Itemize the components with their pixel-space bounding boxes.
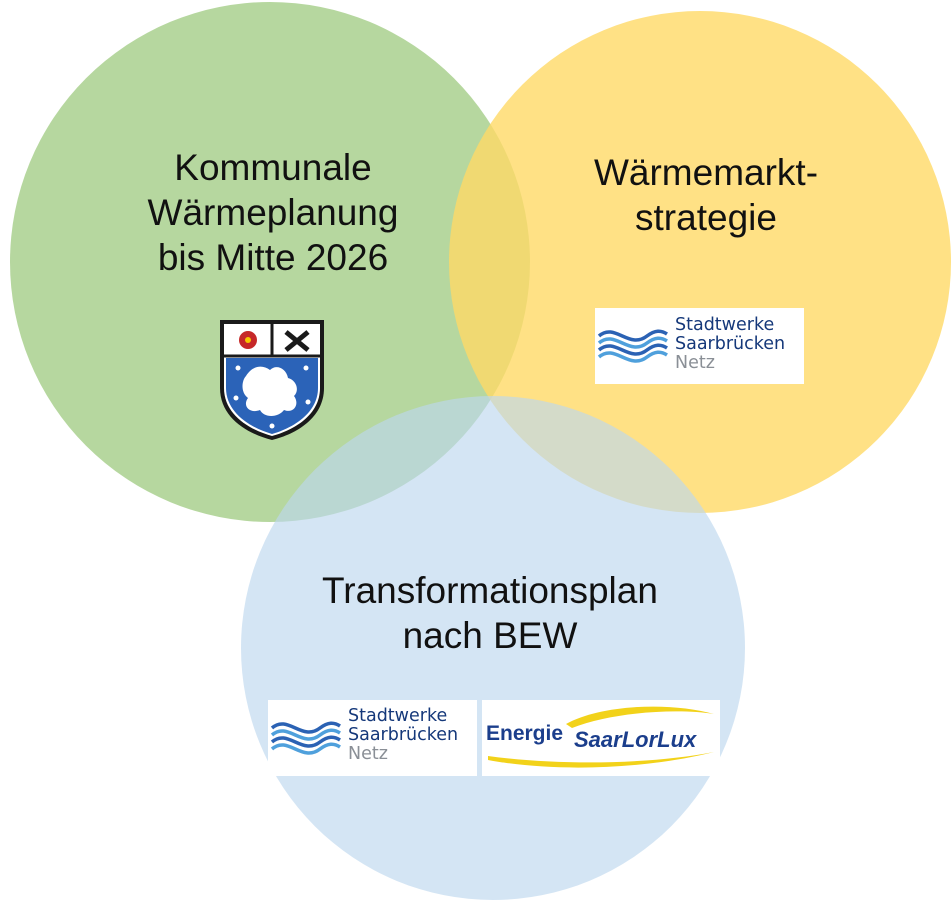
stadtwerke-logo-text: Stadtwerke Saarbrücken Netz bbox=[675, 316, 785, 373]
stadtwerke-logo-line: Stadtwerke bbox=[348, 706, 448, 726]
energie-saarlorlux-word-1: Energie bbox=[486, 722, 564, 745]
label-line: Wärmeplanung bbox=[147, 192, 399, 233]
stadtwerke-logo-line: Saarbrücken bbox=[348, 725, 459, 745]
circle-kommunale-waermeplanung bbox=[10, 2, 530, 522]
label-transformationsplan: Transformationsplan nach BEW bbox=[290, 568, 690, 658]
label-line: Wärmemarkt- bbox=[593, 152, 819, 193]
stadtwerke-saarbruecken-logo: Stadtwerke Saarbrücken Netz bbox=[595, 308, 804, 384]
energie-saarlorlux-swoosh-icon bbox=[488, 706, 714, 768]
label-waermemarktstrategie: Wärmemarkt- strategie bbox=[546, 150, 866, 240]
stadtwerke-logo-line: Netz bbox=[675, 353, 715, 373]
label-line: Kommunale bbox=[174, 147, 372, 188]
saarbruecken-coat-of-arms-icon bbox=[220, 320, 324, 440]
label-line: Transformationsplan bbox=[322, 570, 658, 611]
label-line: strategie bbox=[635, 197, 777, 238]
stadtwerke-saarbruecken-logo: Stadtwerke Saarbrücken Netz bbox=[268, 700, 477, 776]
stadtwerke-logo-line: Stadtwerke bbox=[675, 315, 775, 335]
label-line: bis Mitte 2026 bbox=[157, 237, 389, 278]
energie-saarlorlux-word-2: SaarLorLux bbox=[574, 727, 697, 752]
stadtwerke-wave-icon bbox=[270, 721, 341, 755]
circle-waermemarktstrategie bbox=[449, 11, 951, 513]
stadtwerke-logo-text: Stadtwerke Saarbrücken Netz bbox=[348, 707, 458, 764]
label-kommunale-waermeplanung: Kommunale Wärmeplanung bis Mitte 2026 bbox=[113, 145, 433, 280]
energie-saarlorlux-logo: Energie SaarLorLux bbox=[482, 700, 720, 776]
stadtwerke-logo-line: Saarbrücken bbox=[675, 334, 786, 354]
stadtwerke-logo-line: Netz bbox=[348, 744, 388, 764]
stadtwerke-wave-icon bbox=[597, 329, 668, 363]
label-line: nach BEW bbox=[402, 615, 578, 656]
